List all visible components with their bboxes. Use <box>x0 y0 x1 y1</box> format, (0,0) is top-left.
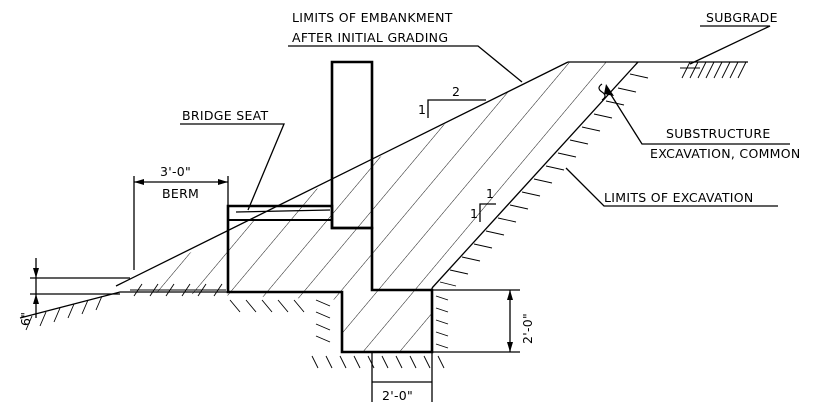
depth-arrow-bottom <box>507 342 513 352</box>
soil-hatch-footing-right <box>435 295 449 349</box>
embankment-slope-line <box>115 61 569 287</box>
slope-upper-rise: 1 <box>418 102 426 117</box>
slope-symbol-lower <box>479 203 496 222</box>
subgrade-label: SUBGRADE <box>706 10 778 25</box>
slope-lower-rise: 1 <box>470 206 478 221</box>
six-inch-label: 6" <box>18 312 33 326</box>
six-inch-arrow-top <box>33 268 39 278</box>
berm-width-label: 3'-0" <box>160 164 191 179</box>
limits-excavation-label: LIMITS OF EXCAVATION <box>604 190 754 205</box>
slope-upper-run: 2 <box>452 84 460 99</box>
footing-width-label: 2'-0" <box>382 388 413 402</box>
soil-hatch-footing-bottom <box>311 355 445 369</box>
depth-arrow-top <box>507 290 513 300</box>
substructure-label-line1: SUBSTRUCTURE <box>666 126 771 141</box>
bridge-seat-line <box>235 209 331 213</box>
soil-hatch-berm <box>130 283 226 297</box>
embankment-label-line2: AFTER INITIAL GRADING <box>292 30 448 45</box>
bridge-seat-label: BRIDGE SEAT <box>182 108 269 123</box>
slope-symbol-upper <box>427 99 486 118</box>
excavation-s-mark <box>598 83 606 101</box>
soil-hatch-excavation-slope <box>439 73 649 287</box>
embankment-label-line1: LIMITS OF EMBANKMENT <box>292 10 453 25</box>
six-inch-arrow-bottom <box>33 294 39 304</box>
berm-arrow-left <box>134 179 144 185</box>
soil-hatch-subgrade <box>680 61 747 79</box>
left-ground-line <box>19 291 230 319</box>
bridge-seat-leader <box>180 123 285 211</box>
soil-hatch-ground-left <box>25 295 305 331</box>
footing-depth-label: 2'-0" <box>520 313 535 344</box>
bridge-seat <box>227 205 333 221</box>
subgrade-leader <box>689 25 771 65</box>
excavation-leader <box>565 167 778 207</box>
substructure-arrow <box>604 84 614 96</box>
soil-hatch-footing-left <box>315 299 331 343</box>
excavation-slope-line <box>431 61 639 289</box>
substructure-leader <box>607 89 790 145</box>
substructure-label-line2: EXCAVATION, COMMON <box>650 146 801 161</box>
berm-arrow-right <box>218 179 228 185</box>
embankment-leader <box>288 45 523 83</box>
berm-label: BERM <box>162 186 199 201</box>
slope-lower-run: 1 <box>486 186 494 201</box>
